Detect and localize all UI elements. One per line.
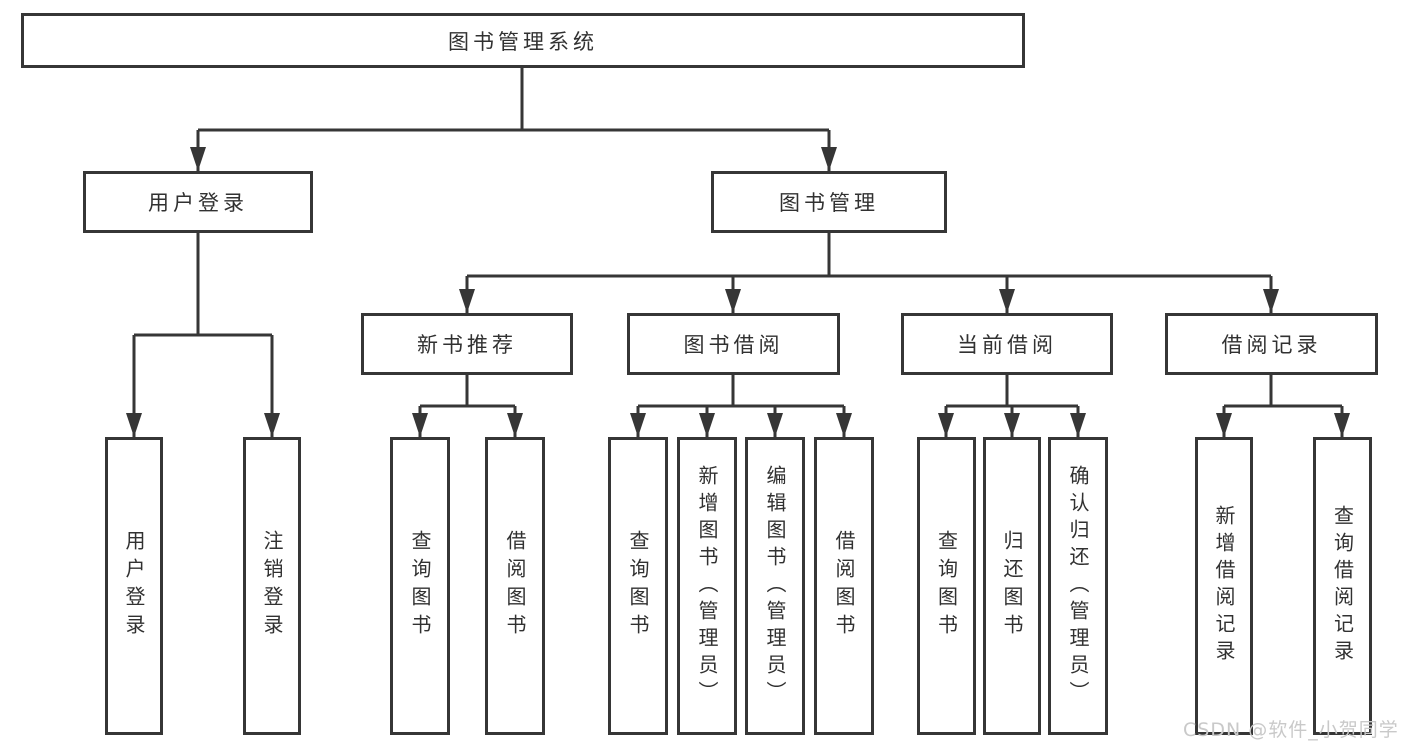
leaf-records-query: 查询借阅记录 — [1313, 437, 1372, 735]
leaf-rec-borrow-book: 借阅图书 — [485, 437, 545, 735]
leaf-borrow-borrow-book: 借阅图书 — [814, 437, 874, 735]
leaf-rec-query-book: 查询图书 — [390, 437, 450, 735]
leaf-borrow-add-book-admin: 新增图书（管理员） — [677, 437, 737, 735]
node-new-book-recommend: 新书推荐 — [361, 313, 573, 375]
leaf-records-add: 新增借阅记录 — [1195, 437, 1253, 735]
node-borrow-records: 借阅记录 — [1165, 313, 1378, 375]
node-book-borrow: 图书借阅 — [627, 313, 840, 375]
csdn-watermark: CSDN @软件_小贺同学 — [1183, 719, 1399, 741]
node-root: 图书管理系统 — [21, 13, 1025, 68]
node-book-management: 图书管理 — [711, 171, 947, 233]
node-user-login: 用户登录 — [83, 171, 313, 233]
leaf-logout: 注销登录 — [243, 437, 301, 735]
node-current-borrow: 当前借阅 — [901, 313, 1113, 375]
leaf-user-login: 用户登录 — [105, 437, 163, 735]
leaf-current-return-book: 归还图书 — [983, 437, 1041, 735]
leaf-borrow-edit-book-admin: 编辑图书（管理员） — [745, 437, 805, 735]
leaf-borrow-query-book: 查询图书 — [608, 437, 668, 735]
leaf-current-query-book: 查询图书 — [917, 437, 976, 735]
leaf-current-confirm-return-admin: 确认归还（管理员） — [1048, 437, 1108, 735]
